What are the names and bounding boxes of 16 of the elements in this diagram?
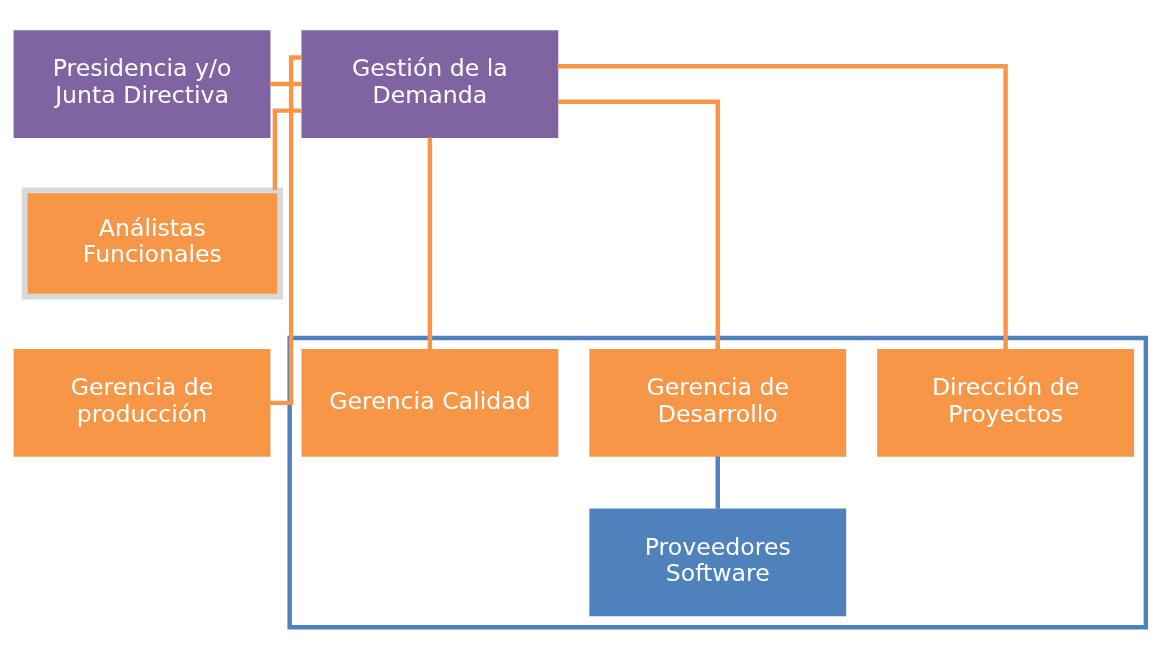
node-box: Análistas Funcionales [21,186,283,300]
node-box: Presidencia y/o Junta Directiva [13,29,271,138]
connector [269,54,303,405]
connector [270,81,303,86]
node-box: Gerencia de Desarrollo [589,348,847,457]
node-box: Dirección de Proyectos [877,348,1135,457]
node-box: Gestión de la Demanda [301,29,559,138]
node-box: Gerencia Calidad [301,348,559,457]
node-box: Proveedores Software [589,507,847,616]
cluster [287,335,1149,629]
connector [427,136,433,349]
connector [557,63,1008,350]
node-box: Gerencia de producción [13,348,271,457]
connector [715,455,720,509]
connector [272,107,302,190]
connector [557,99,720,350]
